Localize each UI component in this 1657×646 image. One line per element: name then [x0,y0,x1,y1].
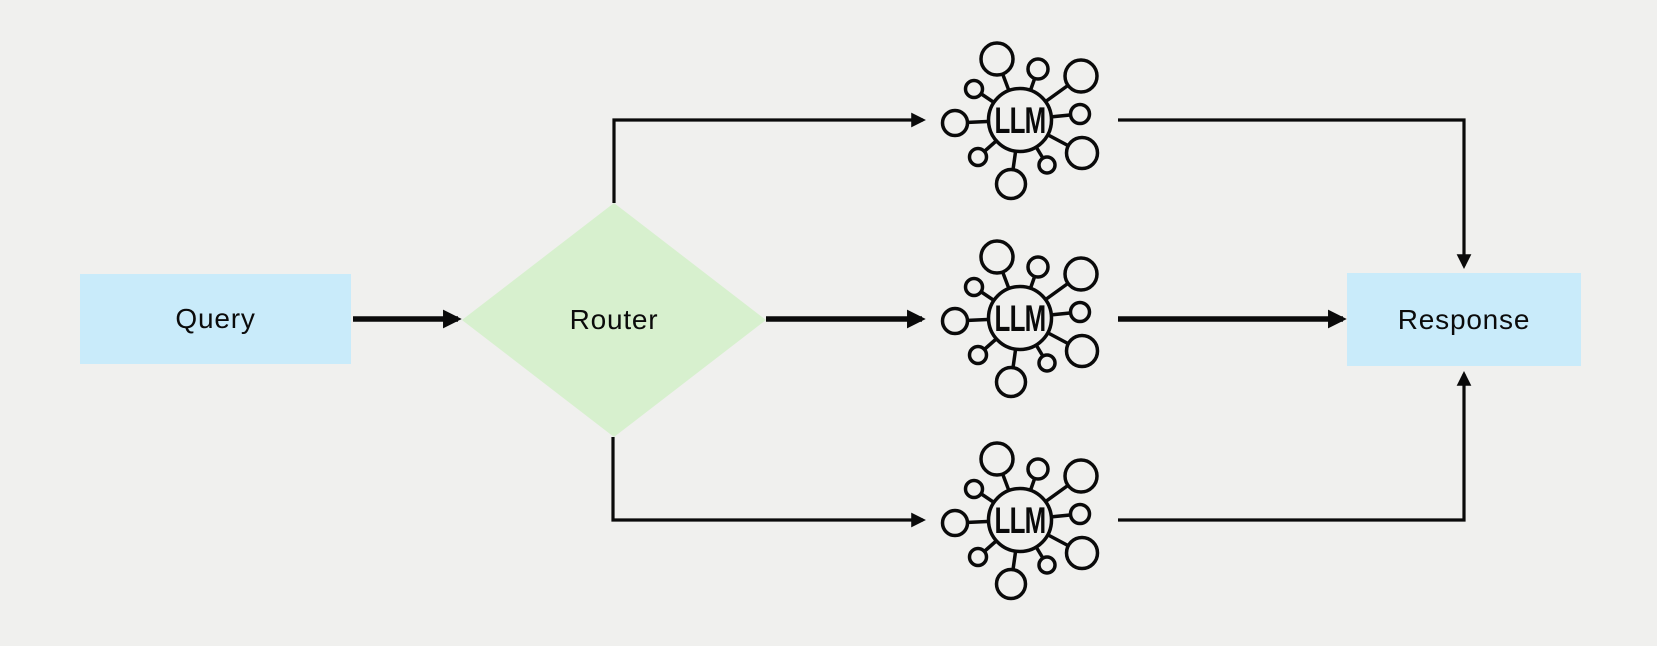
arrow-router-to-llm-top [612,112,926,203]
llm-network-icon-bottom: LLM [940,441,1100,601]
llm-label-top: LLM [994,99,1045,141]
llm-network-icon-top: LLM [940,41,1100,201]
query-node: Query [80,274,351,364]
llm-label-bottom: LLM [994,499,1045,541]
arrow-llm-top-to-response [1118,118,1472,269]
arrow-router-to-llm-bottom [611,437,926,528]
llm-label-middle: LLM [994,297,1045,339]
router-node-label: Router [569,304,659,335]
response-node: Response [1347,273,1581,366]
arrow-llm-bottom-to-response [1118,371,1472,522]
llm-network-icon-middle: LLM [940,239,1100,399]
response-node-label: Response [1397,303,1531,335]
query-node-label: Query [175,303,256,334]
